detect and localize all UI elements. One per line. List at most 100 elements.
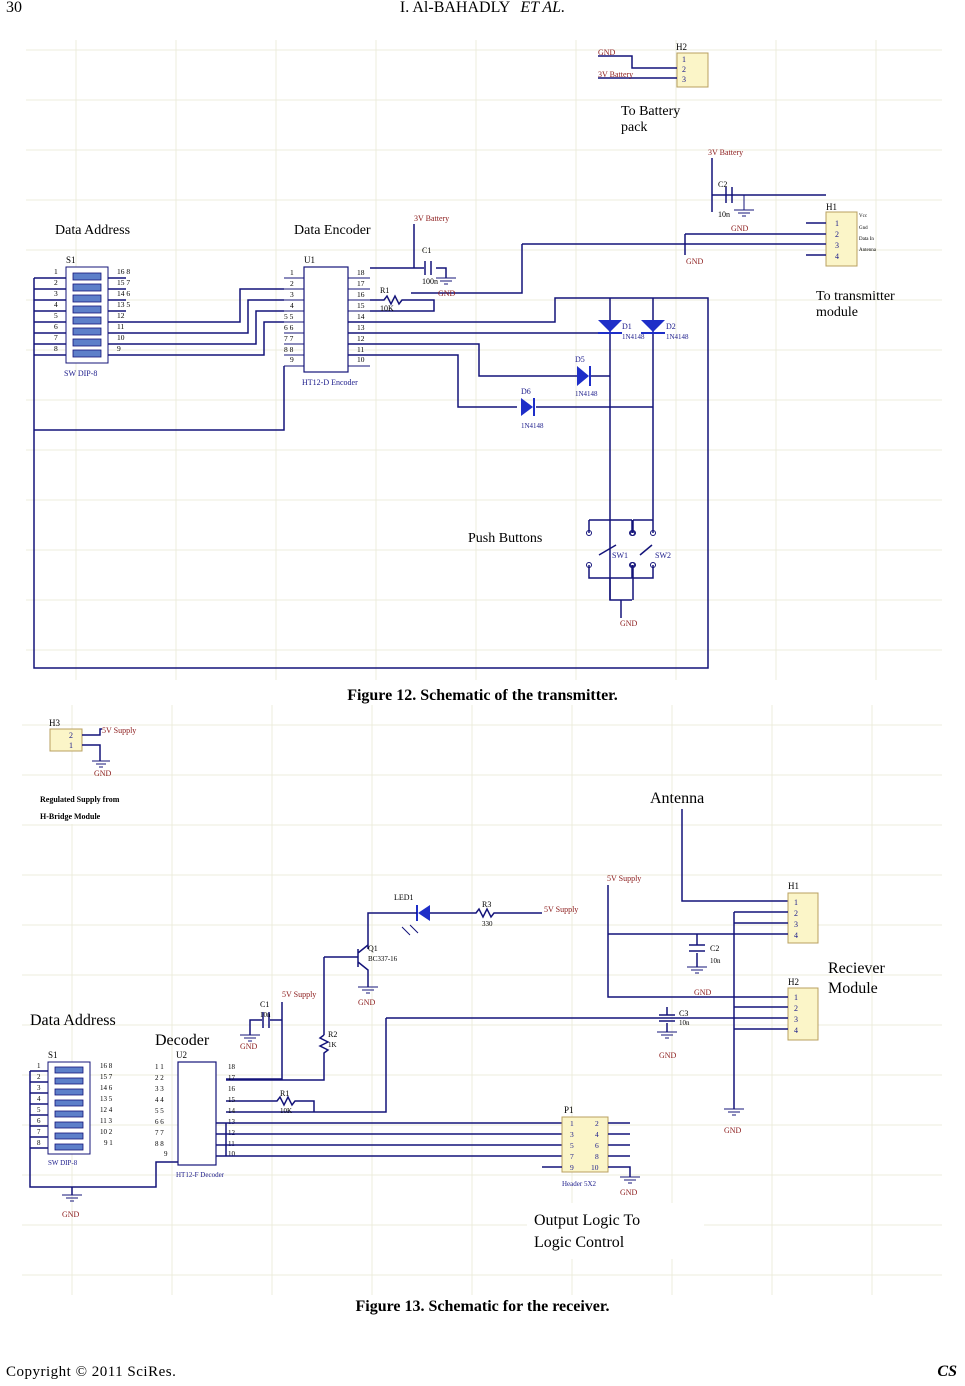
output-note-box bbox=[527, 1203, 704, 1259]
h3-gnd-label: GND bbox=[94, 769, 112, 778]
d5-label: D5 bbox=[575, 355, 585, 364]
h3-connector bbox=[49, 728, 83, 752]
rx-s1-label: S1 bbox=[48, 1050, 58, 1060]
r1-label: R1 bbox=[380, 286, 389, 295]
d2-label: D2 bbox=[666, 322, 676, 331]
h2-pin-2: 2 bbox=[682, 65, 686, 74]
svg-text:2: 2 bbox=[794, 909, 798, 918]
journal-abbrev: CS bbox=[937, 1363, 957, 1380]
svg-text:12: 12 bbox=[357, 334, 365, 343]
svg-text:1: 1 bbox=[69, 741, 73, 750]
svg-text:8: 8 bbox=[595, 1152, 599, 1161]
c2-label: C2 bbox=[710, 944, 719, 953]
rx-gnd-label: GND bbox=[724, 1126, 742, 1135]
svg-text:6: 6 bbox=[595, 1141, 599, 1150]
d6-label: D6 bbox=[521, 387, 531, 396]
diode-network bbox=[348, 298, 654, 600]
h1-pin-antenna: Antenna bbox=[859, 248, 877, 253]
h3-label: H3 bbox=[49, 718, 60, 728]
c2-gnd-symbol bbox=[732, 194, 754, 217]
svg-text:6 6: 6 6 bbox=[155, 1118, 164, 1126]
receiver-title-2: Module bbox=[828, 980, 878, 997]
output-title: Output Logic To bbox=[534, 1212, 640, 1229]
rx-s1-switch-bank bbox=[54, 1066, 84, 1151]
svg-text:2: 2 bbox=[69, 731, 73, 740]
svg-text:18: 18 bbox=[357, 268, 365, 277]
svg-text:12: 12 bbox=[117, 311, 125, 320]
svg-text:10: 10 bbox=[357, 355, 365, 364]
page-number: 30 bbox=[6, 0, 22, 16]
h1-gnd-label: GND bbox=[686, 257, 704, 266]
svg-text:2 2: 2 2 bbox=[155, 1074, 164, 1082]
grid-13 bbox=[22, 705, 942, 1295]
r2-value: 1K bbox=[328, 1041, 337, 1049]
rx-h1-label: H1 bbox=[788, 881, 799, 891]
svg-text:4: 4 bbox=[595, 1130, 599, 1139]
svg-text:18: 18 bbox=[228, 1063, 236, 1071]
svg-text:9: 9 bbox=[570, 1163, 574, 1172]
sw2-pushbutton bbox=[630, 519, 656, 600]
r1-resistor bbox=[226, 1018, 387, 1113]
led1-diode bbox=[418, 905, 430, 921]
d6-value: 1N4148 bbox=[521, 422, 544, 430]
u1-label: U1 bbox=[304, 255, 315, 265]
svg-text:7: 7 bbox=[37, 1128, 41, 1136]
rx-h2-label: H2 bbox=[788, 977, 799, 987]
svg-text:14: 14 bbox=[228, 1107, 236, 1115]
d1-value: 1N4148 bbox=[622, 333, 645, 341]
svg-text:1: 1 bbox=[794, 993, 798, 1002]
svg-text:14 6: 14 6 bbox=[100, 1084, 113, 1092]
d5-value: 1N4148 bbox=[575, 390, 598, 398]
c3-gnd-label: GND bbox=[659, 1051, 677, 1060]
antenna-title: Antenna bbox=[650, 790, 704, 807]
svg-text:2: 2 bbox=[794, 1004, 798, 1013]
to-battery-title: To Battery bbox=[621, 104, 680, 119]
q1-gnd-label: GND bbox=[358, 998, 376, 1007]
h1-pin-datain: Data In bbox=[859, 237, 874, 242]
figure-13-caption: Figure 13. Schematic for the receiver. bbox=[355, 1298, 610, 1315]
svg-text:8 8: 8 8 bbox=[155, 1140, 164, 1148]
rx-h2-connector bbox=[787, 987, 819, 1041]
c2-label: C2 bbox=[718, 180, 727, 189]
reg-note-1: Regulated Supply from bbox=[40, 795, 120, 804]
svg-text:4 4: 4 4 bbox=[155, 1096, 164, 1104]
output-title-2: Logic Control bbox=[534, 1234, 625, 1251]
d2-diode bbox=[641, 320, 665, 332]
sw2-label: SW2 bbox=[655, 551, 671, 560]
c1-supply-label: 5V Supply bbox=[282, 990, 316, 999]
svg-text:3 3: 3 3 bbox=[155, 1085, 164, 1093]
svg-text:8: 8 bbox=[54, 344, 58, 353]
svg-text:3: 3 bbox=[54, 289, 58, 298]
svg-text:6: 6 bbox=[54, 322, 58, 331]
figure-12-caption: Figure 12. Schematic of the transmitter. bbox=[347, 687, 618, 704]
svg-text:2: 2 bbox=[37, 1073, 41, 1081]
u2-decoder-label: HT12-F Decoder bbox=[176, 1171, 225, 1179]
svg-text:4: 4 bbox=[794, 931, 798, 940]
svg-text:16: 16 bbox=[357, 290, 365, 299]
h2-connector bbox=[676, 52, 709, 88]
svg-text:10: 10 bbox=[117, 333, 125, 342]
svg-text:10 2: 10 2 bbox=[100, 1128, 113, 1136]
grid-12 bbox=[26, 40, 942, 680]
svg-text:15 7: 15 7 bbox=[117, 278, 130, 287]
p1-header bbox=[561, 1116, 609, 1173]
c1-wires bbox=[226, 1002, 283, 1080]
h2-pin-1: 1 bbox=[682, 55, 686, 64]
svg-text:17: 17 bbox=[228, 1074, 236, 1082]
to-tx-title: To transmitter bbox=[816, 289, 895, 304]
led-label: LED1 bbox=[394, 893, 414, 902]
r1-label: R1 bbox=[280, 1089, 289, 1098]
svg-text:5: 5 bbox=[37, 1106, 41, 1114]
figure-13-schematic: H3 21 5V Supply GND Regulated Supply fro… bbox=[22, 705, 942, 1295]
svg-text:13: 13 bbox=[357, 323, 365, 332]
svg-text:6: 6 bbox=[37, 1117, 41, 1125]
c2-value: 10n bbox=[718, 210, 730, 219]
q1-label: Q1 bbox=[368, 944, 378, 953]
d5-diode bbox=[577, 366, 589, 386]
r3-supply-label: 5V Supply bbox=[544, 905, 578, 914]
svg-text:1: 1 bbox=[794, 898, 798, 907]
h2-pin-3: 3 bbox=[682, 75, 686, 84]
d1-label: D1 bbox=[622, 322, 632, 331]
p1-gnd-label: GND bbox=[620, 1188, 638, 1197]
